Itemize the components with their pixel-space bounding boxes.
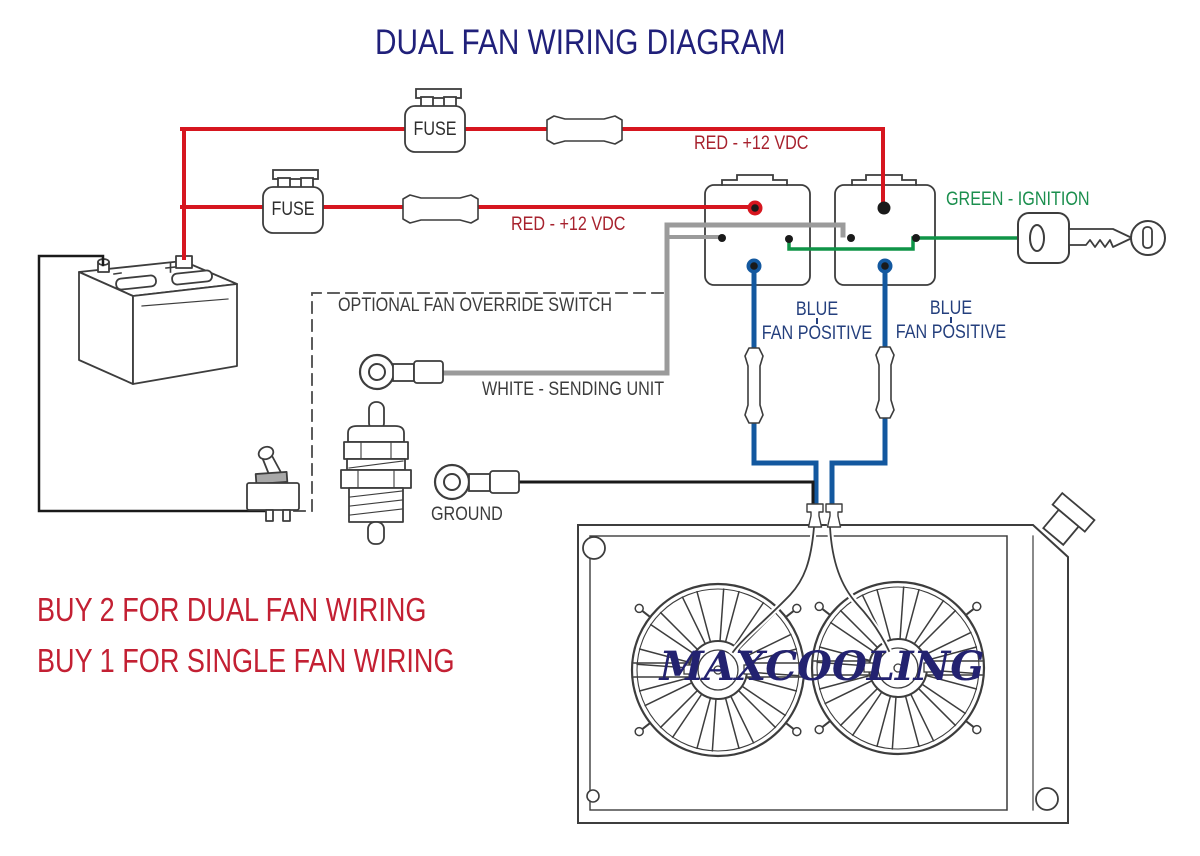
battery-icon bbox=[78, 255, 238, 385]
fuse-holder-icon bbox=[262, 169, 324, 234]
brand-text: MAXCOOLING bbox=[659, 643, 985, 690]
white-sending-unit-label: WHITE - SENDING UNIT bbox=[482, 379, 665, 400]
green-ignition-wire bbox=[787, 236, 1020, 251]
green-ignition-label: GREEN - IGNITION bbox=[946, 189, 1090, 210]
relay-terminals bbox=[718, 200, 920, 274]
ground-label: GROUND bbox=[431, 504, 503, 525]
blue-fan-positive-label-left-1: BLUE bbox=[795, 299, 839, 320]
page-title: DUAL FAN WIRING DIAGRAM bbox=[375, 23, 786, 62]
fan-lead-wires bbox=[728, 523, 893, 657]
blue-fan-positive-label-right-2: FAN POSITIVE bbox=[895, 322, 1007, 343]
butt-connector-icon bbox=[402, 115, 895, 424]
override-box-outline bbox=[293, 292, 664, 512]
spade-connector-icon bbox=[806, 503, 843, 528]
red-12vdc-label-top: RED - +12 VDC bbox=[694, 133, 809, 154]
battery-negative-wire bbox=[37, 254, 270, 513]
blue-fan-positive-label-right-1: BLUE bbox=[929, 298, 973, 319]
fuse-label-mid: FUSE bbox=[271, 199, 315, 220]
fan-icon bbox=[810, 580, 986, 756]
buy-note-dual: BUY 2 FOR DUAL FAN WIRING bbox=[37, 591, 427, 628]
filler-neck-icon bbox=[1042, 491, 1096, 547]
ring-terminal-icon bbox=[433, 463, 520, 501]
ignition-key-icon bbox=[1017, 212, 1166, 264]
override-switch-label: OPTIONAL FAN OVERRIDE SWITCH bbox=[338, 295, 612, 316]
ground-wire bbox=[517, 480, 815, 508]
label-tick bbox=[950, 317, 952, 323]
label-tick bbox=[816, 318, 818, 324]
gray-sending-wire bbox=[437, 222, 846, 376]
ring-terminal-icon bbox=[358, 353, 444, 391]
fuse-label-top: FUSE bbox=[413, 119, 457, 140]
temp-sender-icon bbox=[340, 401, 412, 545]
fuse-holder-icon bbox=[404, 88, 466, 153]
blue-fan-positive-label-left-2: FAN POSITIVE bbox=[761, 323, 873, 344]
red-12vdc-label-mid: RED - +12 VDC bbox=[511, 214, 626, 235]
buy-note-single: BUY 1 FOR SINGLE FAN WIRING bbox=[37, 642, 455, 679]
toggle-switch-icon bbox=[246, 445, 300, 522]
